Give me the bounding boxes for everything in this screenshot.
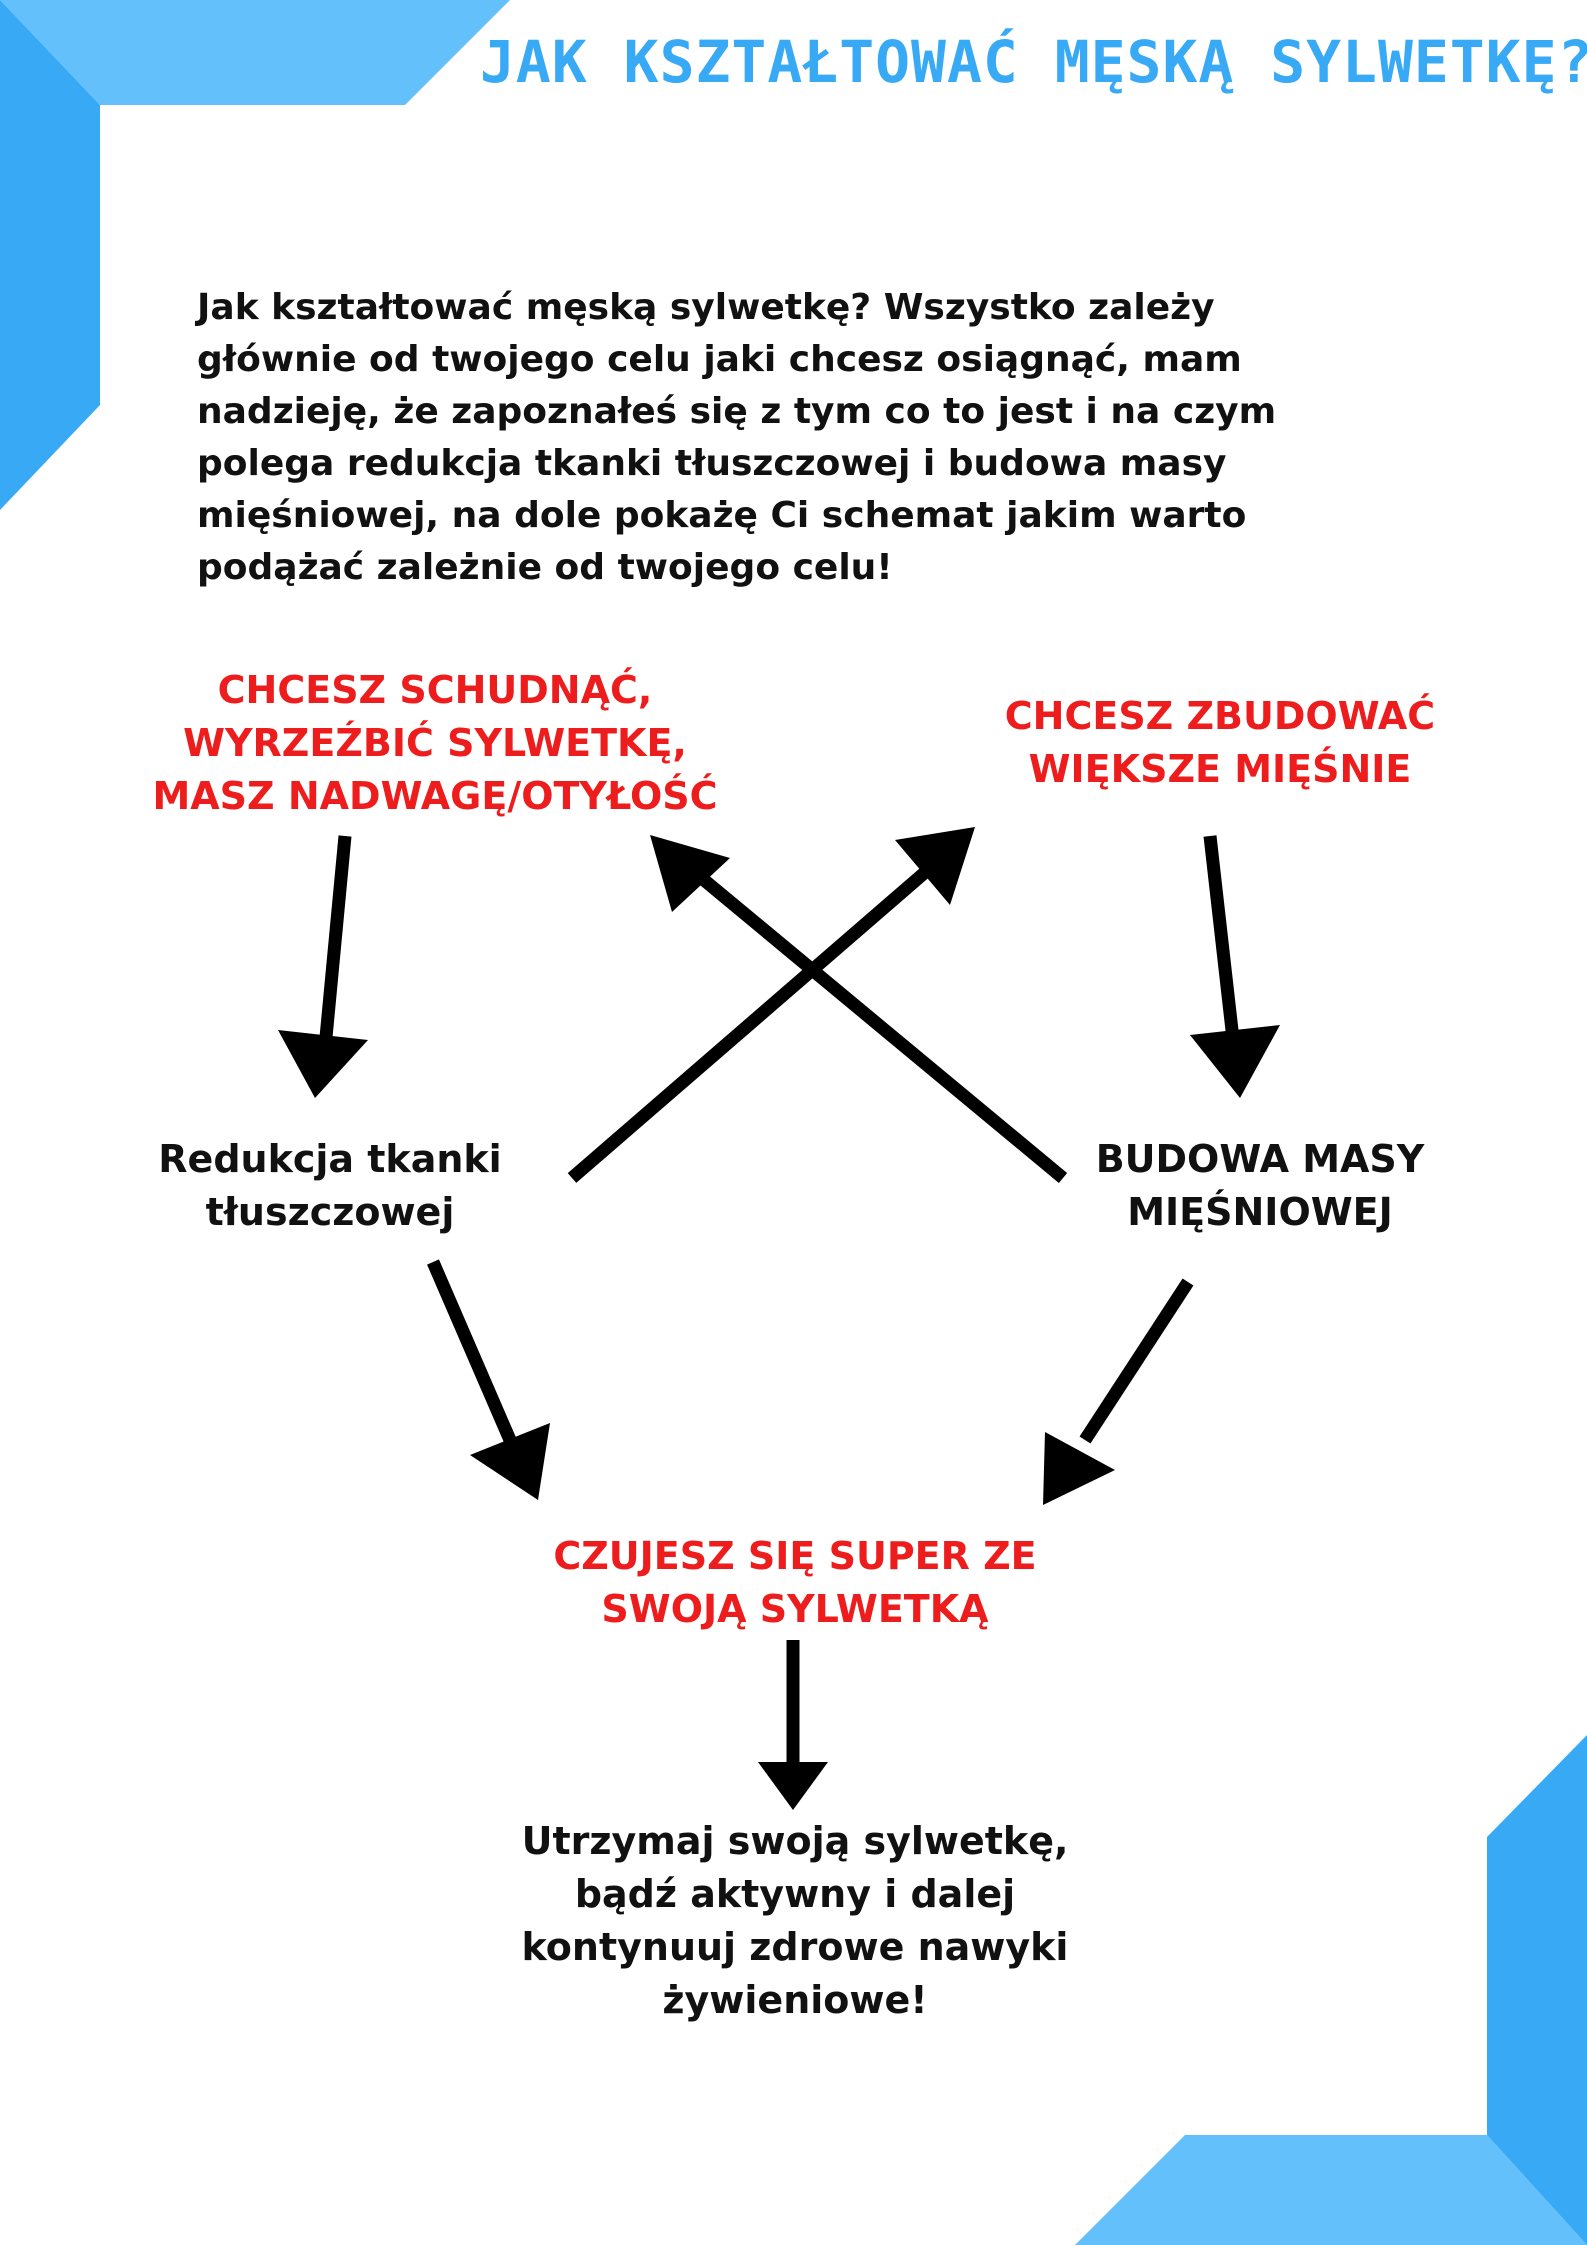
top-left-corner-decoration bbox=[0, 0, 510, 510]
intro-paragraph: Jak kształtować męską sylwetkę? Wszystko… bbox=[197, 287, 1277, 588]
result-feel-great: CZUJESZ SIĘ SUPER ZE SWOJĄ SYLWETKĄ bbox=[553, 1534, 1037, 1631]
arrow-mass-to-lose bbox=[650, 835, 1068, 1184]
step-muscle-mass: BUDOWA MASY MIĘŚNIOWEJ bbox=[1095, 1137, 1425, 1234]
arrow-head bbox=[758, 1762, 828, 1810]
arrow-head bbox=[278, 1030, 368, 1098]
arrow-mass-to-result bbox=[1043, 1278, 1194, 1505]
goal-lose-weight: CHCESZ SCHUDNĄĆ, WYRZEŹBIĆ SYLWETKĘ, MAS… bbox=[152, 668, 718, 818]
arrow-shaft bbox=[427, 1259, 516, 1443]
arrow-lose-to-reduction bbox=[278, 835, 368, 1098]
page-title: JAK KSZTAŁTOWAĆ MĘSKĄ SYLWETKĘ? bbox=[480, 28, 1587, 96]
arrow-head bbox=[1190, 1025, 1280, 1098]
bottom-right-corner-decoration bbox=[1075, 1735, 1587, 2245]
bottom-right-light-band bbox=[1075, 2135, 1587, 2245]
top-left-dark-band bbox=[0, 0, 100, 510]
arrow-shaft bbox=[1203, 835, 1241, 1049]
goal-build-muscle: CHCESZ ZBUDOWAĆ WIĘKSZE MIĘŚNIE bbox=[1004, 694, 1436, 791]
arrow-shaft bbox=[693, 869, 1068, 1184]
arrow-head bbox=[470, 1423, 550, 1500]
arrow-build-to-mass bbox=[1190, 835, 1280, 1098]
arrow-reduction-to-result bbox=[427, 1259, 550, 1500]
step-fat-reduction: Redukcja tkanki tłuszczowej bbox=[158, 1137, 502, 1234]
arrow-head bbox=[650, 835, 730, 912]
top-left-light-band bbox=[0, 0, 510, 105]
arrow-result-to-maintain bbox=[758, 1640, 828, 1810]
arrow-shaft bbox=[318, 835, 352, 1049]
arrow-reduction-to-build bbox=[567, 827, 975, 1183]
arrow-shaft bbox=[567, 863, 935, 1183]
arrow-shaft bbox=[1079, 1278, 1194, 1444]
arrow-head bbox=[1043, 1432, 1115, 1505]
bottom-right-dark-band bbox=[1487, 1735, 1587, 2245]
arrow-head bbox=[895, 827, 975, 905]
maintain-advice: Utrzymaj swoją sylwetkę, bądź aktywny i … bbox=[521, 1819, 1069, 2022]
